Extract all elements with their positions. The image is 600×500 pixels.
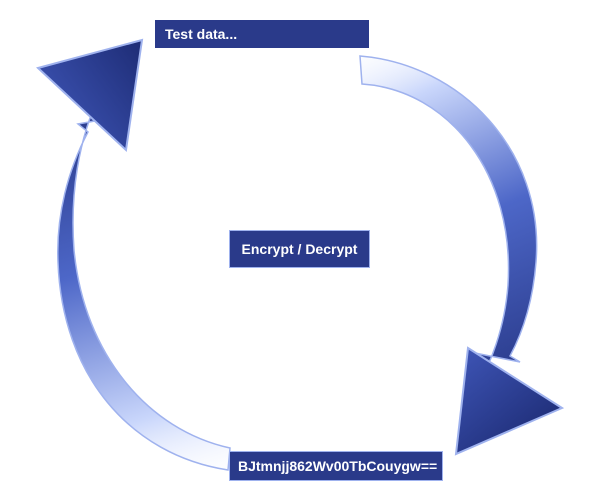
encrypt-decrypt-label: Encrypt / Decrypt (229, 230, 370, 268)
right-cycle-arrow (359, 55, 565, 456)
plain-text-label: Test data... (155, 20, 369, 48)
cipher-text-label: BJtmnjj862Wv00TbCouygw== (229, 451, 443, 481)
left-cycle-arrow (35, 38, 231, 471)
